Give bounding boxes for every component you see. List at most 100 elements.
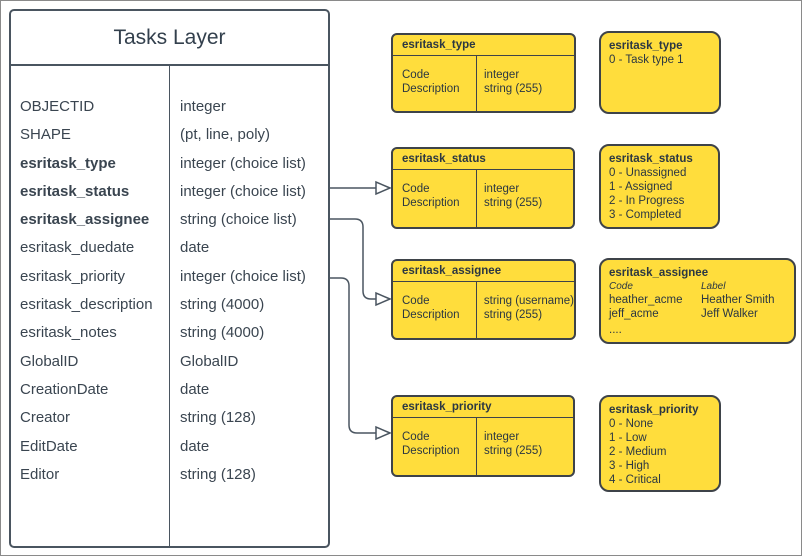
field-type: integer (choice list): [180, 267, 306, 285]
domain-label: Heather Smith: [701, 294, 775, 306]
tasks-layer-table: Tasks Layer OBJECTID integer SHAPE (pt, li…: [9, 9, 330, 548]
field-name: Description: [402, 309, 460, 321]
field-name: esritask_priority: [20, 267, 126, 285]
field-type: integer: [484, 431, 520, 443]
field-name: Description: [402, 445, 460, 457]
lookup-table-title: esritask_priority: [393, 397, 573, 418]
field-type: date: [180, 380, 210, 398]
domain-value: 3 - High: [609, 460, 650, 472]
tasks-layer-title: Tasks Layer: [11, 11, 328, 66]
lookup-table-esritask-priority: esritask_priority Code Description integ…: [391, 395, 575, 477]
lookup-field-column: Code Description: [393, 56, 477, 111]
domain-esritask-type: esritask_type 0 - Task type 1: [599, 31, 721, 114]
field-type: string (255): [483, 309, 543, 321]
field-row-esritask-duedate: esritask_duedate date: [11, 234, 328, 262]
field-name: Code: [402, 69, 430, 81]
lookup-field-column: Code Description: [393, 282, 477, 338]
lookup-table-esritask-assignee: esritask_assignee Code Description strin…: [391, 259, 576, 340]
field-name: esritask_type: [20, 154, 116, 172]
lookup-type-column: integer string (255): [477, 418, 542, 475]
field-name: Code: [402, 295, 430, 307]
domain-esritask-priority: esritask_priority 0 - None 1 - Low 2 - M…: [599, 395, 721, 492]
domain-label: Jeff Walker: [701, 308, 758, 320]
domain-value: 0 - Task type 1: [609, 54, 684, 66]
domain-title: esritask_status: [609, 153, 693, 165]
field-name: GlobalID: [20, 352, 79, 370]
field-row-creator: Creator string (128): [11, 404, 328, 432]
domain-value: 0 - Unassigned: [609, 167, 687, 179]
lookup-table-esritask-type: esritask_type Code Description integer s…: [391, 33, 576, 113]
field-name: Code: [402, 431, 430, 443]
field-row-objectid: OBJECTID integer: [11, 93, 328, 121]
lookup-table-body: Code Description integer string (255): [393, 418, 573, 475]
field-type: string (choice list): [180, 211, 297, 229]
field-name: Description: [402, 83, 460, 95]
domain-ellipsis: ....: [609, 324, 622, 336]
domain-value: 4 - Critical: [609, 474, 661, 486]
field-row-shape: SHAPE (pt, line, poly): [11, 121, 328, 149]
lookup-type-column: integer string (255): [477, 56, 542, 111]
column-divider: [169, 66, 170, 546]
field-name: Description: [402, 197, 460, 209]
field-type: string (4000): [180, 296, 265, 314]
field-type: integer: [484, 69, 520, 81]
field-name: esritask_notes: [20, 324, 117, 342]
arrowhead-assignee-icon: [375, 291, 392, 307]
domain-esritask-assignee: esritask_assignee Code Label heather_acm…: [599, 258, 796, 344]
domain-title: esritask_assignee: [609, 267, 709, 279]
field-name: Code: [402, 183, 430, 195]
field-row-esritask-type: esritask_type integer (choice list): [11, 150, 328, 178]
lookup-field-column: Code Description: [393, 170, 477, 227]
lookup-table-esritask-status: esritask_status Code Description integer…: [391, 147, 575, 229]
domain-value: 2 - Medium: [609, 446, 667, 458]
domain-value: 1 - Low: [609, 432, 647, 444]
field-name: EditDate: [20, 437, 78, 455]
lookup-type-column: string (username) string (255): [477, 282, 574, 338]
field-row-esritask-description: esritask_description string (4000): [11, 291, 328, 319]
field-row-editdate: EditDate date: [11, 433, 328, 461]
domain-esritask-status: esritask_status 0 - Unassigned 1 - Assig…: [599, 144, 720, 229]
field-type: string (128): [180, 465, 256, 483]
domain-value: 1 - Assigned: [609, 181, 673, 193]
field-type: string (username): [483, 295, 574, 307]
field-type: integer: [484, 183, 520, 195]
domain-col-header-code: Code: [609, 281, 633, 292]
field-name: esritask_assignee: [20, 211, 150, 229]
field-name: OBJECTID: [20, 98, 95, 115]
field-type: GlobalID: [180, 352, 239, 370]
field-row-esritask-priority: esritask_priority integer (choice list): [11, 263, 328, 291]
tasks-layer-body: OBJECTID integer SHAPE (pt, line, poly) es…: [11, 66, 328, 546]
arrowhead-priority-icon: [375, 425, 392, 441]
domain-title: esritask_priority: [609, 404, 699, 416]
domain-columns: Code Label heather_acme Heather Smith je…: [609, 280, 786, 321]
field-row-esritask-assignee: esritask_assignee string (choice list): [11, 206, 328, 234]
field-type: string (255): [484, 445, 543, 457]
lookup-table-body: Code Description integer string (255): [393, 170, 573, 227]
lookup-table-title: esritask_status: [393, 149, 573, 170]
field-name: Creator: [20, 409, 71, 427]
lookup-field-column: Code Description: [393, 418, 477, 475]
domain-code: jeff_acme: [609, 308, 659, 320]
field-type: integer: [180, 98, 226, 115]
field-name: esritask_description: [20, 296, 153, 314]
field-type: integer (choice list): [180, 154, 306, 172]
field-name: SHAPE: [20, 126, 71, 144]
lookup-table-body: Code Description integer string (255): [393, 56, 574, 111]
field-type: string (128): [180, 409, 256, 427]
field-type: date: [180, 437, 210, 455]
field-type: (pt, line, poly): [180, 126, 271, 144]
domain-value: 0 - None: [609, 418, 654, 430]
field-name: esritask_duedate: [20, 239, 135, 257]
lookup-table-body: Code Description string (username) strin…: [393, 282, 574, 338]
field-type: date: [180, 239, 210, 257]
domain-value: 2 - In Progress: [609, 195, 685, 207]
lookup-table-title: esritask_assignee: [393, 261, 574, 282]
field-name: esritask_status: [20, 182, 130, 200]
connector-assignee: [330, 218, 376, 300]
